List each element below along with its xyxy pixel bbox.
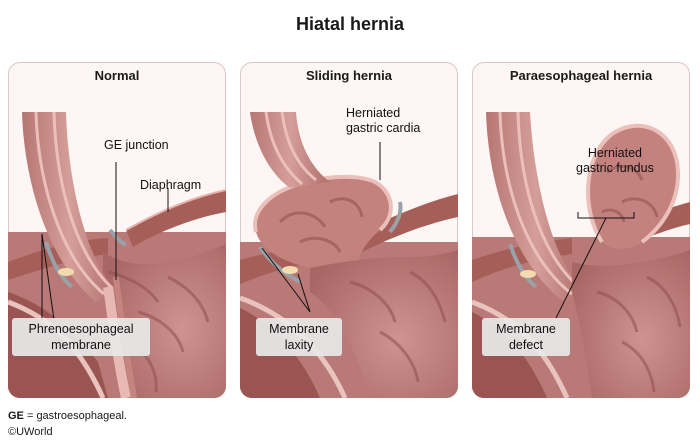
footnote-definition: = gastroesophageal. (23, 410, 127, 422)
figure-title: Hiatal hernia (295, 14, 405, 34)
label-herniated-line1: Herniated (587, 146, 643, 160)
label-membrane-line2: membrane (51, 338, 111, 352)
normal-illustration (8, 111, 226, 398)
stomach (310, 250, 458, 398)
label-membrane-defect: Membrane defect (482, 318, 570, 356)
label-ge-junction: GE junction (104, 138, 169, 152)
panel-title-sliding-hernia: Sliding hernia (306, 68, 392, 83)
esophagus (250, 112, 330, 188)
panel-sliding-hernia: Sliding hernia Herniated gastric cardia … (240, 62, 458, 398)
diaphragm-right (126, 190, 226, 247)
label-membrane-laxity: Membrane laxity (256, 318, 342, 356)
diaphragm-right (358, 194, 458, 252)
label-membrane-line2: defect (508, 338, 544, 352)
label-herniated-line1: Herniated (346, 106, 401, 120)
esophagus (22, 112, 118, 302)
footnote: GE = gastroesophageal. (8, 410, 127, 422)
stomach (572, 250, 690, 398)
label-membrane-line2: laxity (284, 338, 314, 352)
label-herniated-line2: gastric cardia (346, 121, 421, 135)
label-membrane-line1: Membrane (269, 322, 329, 336)
label-diaphragm: Diaphragm (140, 178, 202, 192)
label-membrane-line1: Phrenoesophageal (28, 322, 134, 336)
copyright: ©UWorld (8, 426, 53, 438)
panel-paraesophageal-hernia: Paraesophageal hernia Herniated gastric … (472, 62, 690, 398)
label-herniated-gastric-fundus: Herniated gastric fundus (576, 146, 654, 176)
label-membrane-line1: Membrane (496, 322, 556, 336)
label-herniated-line2: gastric fundus (576, 161, 654, 175)
lax-membrane (258, 245, 301, 284)
label-phrenoesophageal-membrane: Phrenoesophageal membrane (12, 318, 150, 356)
sliding-hernia-illustration (240, 111, 458, 398)
panel-title-paraesophageal-hernia: Paraesophageal hernia (509, 68, 653, 83)
esophagus (486, 112, 586, 302)
phrenoesophageal-membrane (44, 241, 74, 289)
panel-normal: Normal GE junction Diaphragm Phrenoesoph… (8, 62, 226, 398)
footnote-abbr: GE (8, 410, 24, 422)
panel-title-normal: Normal (94, 68, 140, 83)
phrenoesophageal-membrane (508, 243, 538, 289)
label-herniated-gastric-cardia: Herniated gastric cardia (346, 106, 420, 136)
